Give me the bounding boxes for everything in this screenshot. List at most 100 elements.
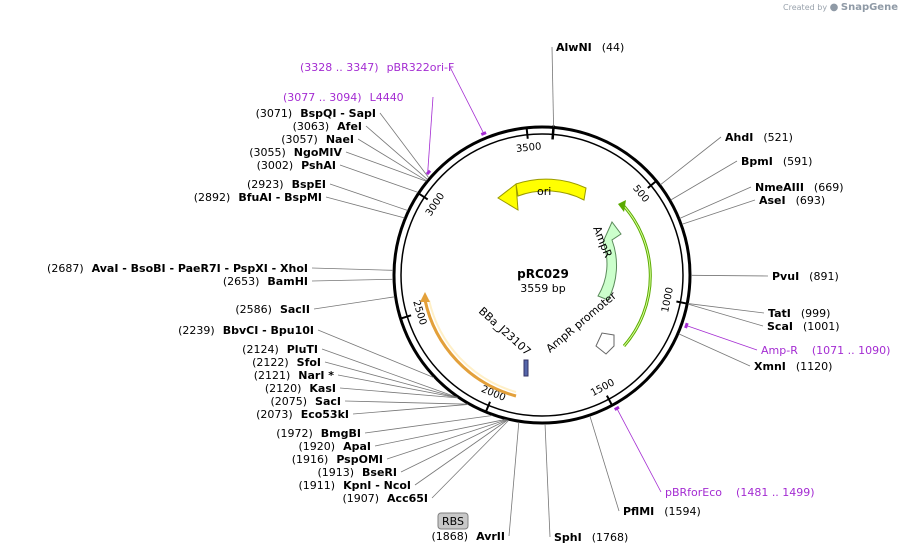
site-leader-line — [400, 419, 508, 473]
site-leader-line — [364, 415, 493, 434]
ruler-tick — [485, 401, 491, 412]
site-leader-line — [431, 419, 510, 499]
snapgene-logo-icon: ● — [829, 2, 839, 13]
restriction-site-label[interactable]: TatI(999) — [768, 307, 830, 320]
plasmid-length: 3559 bp — [520, 282, 565, 295]
site-leader-line — [688, 303, 764, 327]
ruler-tick — [647, 180, 657, 189]
restriction-site-label[interactable]: (2073)Eco53kI — [256, 408, 349, 421]
restriction-site-label[interactable]: (2239)BbvCI - Bpu10I — [178, 324, 314, 337]
site-leader-line — [551, 46, 554, 127]
ruler-tick-label: 3500 — [516, 141, 542, 155]
ruler-tick — [418, 193, 429, 201]
primer-mark — [684, 322, 689, 329]
restriction-site-label[interactable]: PvuI(891) — [772, 270, 839, 283]
restriction-site-label[interactable]: (3002)PshAI — [257, 159, 336, 172]
site-leader-line — [678, 333, 751, 367]
restriction-site-label[interactable]: PflMI(1594) — [623, 505, 701, 518]
restriction-site-label[interactable]: (2586)SacII — [235, 303, 310, 316]
restriction-site-label[interactable]: NmeAIII(669) — [755, 181, 844, 194]
primer-mark — [613, 405, 620, 411]
restriction-site-label[interactable]: ScaI(1001) — [767, 320, 840, 333]
primer-label[interactable]: pBRforEco(1481 .. 1499) — [665, 486, 815, 499]
feature-bba-j23107[interactable]: BBa_J23107 — [476, 305, 533, 377]
site-leader-line — [325, 196, 405, 219]
restriction-site-label[interactable]: (3057)NaeI — [281, 133, 354, 146]
primer-label[interactable]: (3077 .. 3094)L4440 — [283, 91, 404, 104]
restriction-site-label[interactable]: (1972)BmgBI — [276, 427, 361, 440]
site-leader-line — [670, 160, 738, 201]
alwni-site-mark — [551, 125, 555, 140]
site-leader-line — [386, 419, 507, 460]
primer-label[interactable]: (3328 .. 3347)pBR322ori-F — [300, 61, 454, 74]
restriction-site-label[interactable]: AseI(693) — [759, 194, 825, 207]
ruler-tick-label: 1000 — [660, 286, 676, 313]
restriction-site-label[interactable]: (3055)NgoMIV — [249, 146, 342, 159]
restriction-site-label[interactable]: (1916)PspOMI — [292, 453, 383, 466]
site-leader-line — [414, 419, 508, 486]
site-leader-line — [365, 125, 428, 180]
ruler-tick-label: 500 — [630, 183, 651, 205]
site-leader-line — [589, 415, 620, 512]
site-leader-line — [345, 151, 427, 182]
restriction-site-label[interactable]: AhdI(521) — [725, 131, 793, 144]
feature-ampr-promoter[interactable]: AmpR promoter — [544, 289, 620, 355]
restriction-site-label[interactable]: (1907)Acc65I — [342, 492, 428, 505]
site-leader-line — [337, 374, 458, 399]
ruler-tick-label: 1500 — [589, 377, 617, 399]
ruler-tick — [401, 314, 412, 320]
restriction-site-label[interactable]: XmnI(1120) — [754, 360, 832, 373]
restriction-site-label[interactable]: (2124)PluTI — [242, 343, 318, 356]
site-leader-line — [357, 138, 427, 182]
site-leader-line — [660, 136, 722, 186]
restriction-site-label[interactable]: (2653)BamHI — [223, 275, 308, 288]
site-leader-line — [679, 186, 752, 219]
primer-marks — [425, 66, 758, 493]
orange-orf-arc-glow — [428, 299, 517, 393]
primer-mark — [425, 169, 432, 176]
restriction-site-label[interactable]: (2121)NarI * — [254, 369, 335, 382]
restriction-site-label[interactable]: (1911)KpnI - NcoI — [298, 479, 411, 492]
ori-label: ori — [537, 185, 551, 198]
site-leader-line — [311, 267, 394, 271]
site-leader-line — [344, 400, 468, 405]
ruler-tick — [676, 300, 687, 305]
restriction-site-label[interactable]: AlwNI(44) — [556, 41, 624, 54]
feature-rbs[interactable]: RBS — [437, 512, 469, 530]
bba-j23107-label: BBa_J23107 — [476, 305, 533, 359]
restriction-site-label[interactable]: (3063)AfeI — [293, 120, 362, 133]
restriction-site-label[interactable]: (2075)SacI — [270, 395, 341, 408]
restriction-site-label[interactable]: (1868)AvrII — [432, 530, 505, 543]
site-leader-line — [313, 296, 395, 310]
restriction-site-label[interactable]: (2892)BfuAI - BspMI — [194, 191, 322, 204]
rbs-label: RBS — [442, 515, 464, 528]
restriction-site-label[interactable]: BpmI(591) — [741, 155, 812, 168]
restriction-site-label[interactable]: (2120)KasI — [265, 382, 336, 395]
ampr-promoter-arrow — [595, 332, 615, 355]
site-leader-line — [311, 278, 394, 282]
restriction-site-label[interactable]: (2687)AvaI - BsoBI - PaeR7I - PspXI - Xh… — [47, 262, 308, 275]
feature-orange-orf — [420, 292, 517, 398]
site-leader-line — [321, 348, 457, 398]
restriction-site-label[interactable]: (1913)BseRI — [317, 466, 397, 479]
ampr-orf-arrowhead — [618, 200, 626, 212]
site-leader-line — [508, 422, 520, 537]
primer-leader-line — [687, 325, 758, 351]
feature-ampr[interactable]: AmpR — [590, 200, 652, 347]
plasmid-name: pRC029 — [517, 267, 569, 281]
primer-mark — [480, 131, 487, 136]
site-leader-line — [352, 404, 469, 415]
site-leader-line — [688, 303, 765, 314]
restriction-site-label[interactable]: (2122)SfoI — [252, 356, 321, 369]
primer-leader-line — [427, 96, 434, 172]
ampr-orf-arc-glow — [621, 203, 651, 347]
site-leader-line — [374, 419, 506, 447]
restriction-site-label[interactable]: (2923)BspEI — [247, 178, 326, 191]
restriction-site-label[interactable]: (1920)ApaI — [299, 440, 371, 453]
primer-label[interactable]: Amp-R(1071 .. 1090) — [761, 344, 890, 357]
restriction-site-label[interactable]: SphI(1768) — [554, 531, 628, 544]
site-leader-line — [324, 361, 458, 398]
feature-ori[interactable]: ori — [497, 178, 587, 211]
restriction-site-label[interactable]: (3071)BspQI - SapI — [256, 107, 376, 120]
